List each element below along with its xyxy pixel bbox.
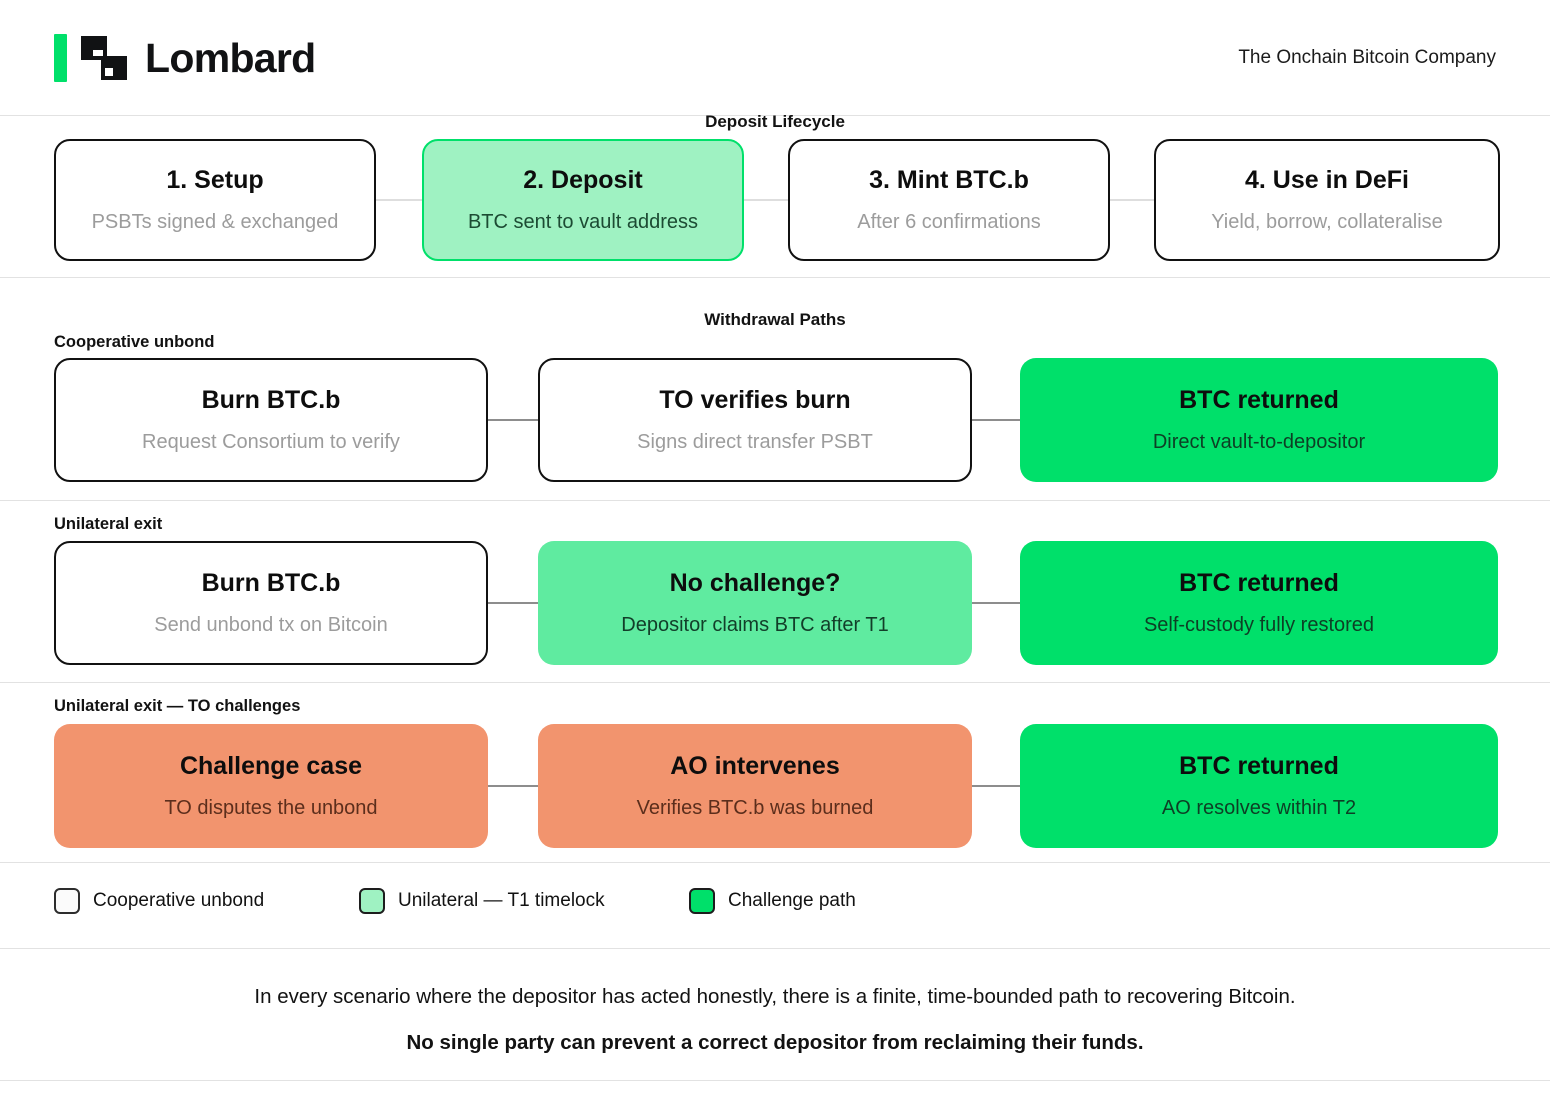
legend-label: Challenge path [728, 890, 856, 911]
node-title: Challenge case [179, 751, 363, 780]
legend-item-challenge-path[interactable]: Challenge path [689, 888, 856, 914]
node-subtitle: Send unbond tx on Bitcoin [154, 614, 388, 637]
footer-summary: In every scenario where the depositor ha… [0, 985, 1550, 1055]
cooperative-node-3[interactable]: BTC returned Direct vault-to-depositor [1020, 358, 1498, 482]
challenge-node-3[interactable]: BTC returned AO resolves within T2 [1020, 724, 1498, 848]
divider-challenges [0, 862, 1550, 863]
node-title: 3. Mint BTC.b [869, 165, 1029, 194]
row-label-to-challenges: Unilateral exit — TO challenges [54, 697, 301, 715]
brand-name: Lombard [145, 34, 316, 81]
brand-accent-bar-icon [54, 34, 67, 82]
connector [488, 785, 538, 787]
node-title: 1. Setup [166, 165, 264, 194]
node-title: Burn BTC.b [201, 385, 341, 414]
legend-item-cooperative-unbond[interactable]: Cooperative unbond [54, 888, 359, 914]
deposit-flow-row: 1. Setup PSBTs signed & exchanged 2. Dep… [54, 139, 1500, 261]
node-subtitle: Yield, borrow, collateralise [1211, 211, 1443, 234]
connector [488, 602, 538, 604]
node-title: 4. Use in DeFi [1245, 165, 1409, 194]
footer-line-2: No single party can prevent a correct de… [406, 1031, 1144, 1054]
challenge-node-1[interactable]: Challenge case TO disputes the unbond [54, 724, 488, 848]
connector [488, 419, 538, 421]
legend-swatch-icon [54, 888, 80, 914]
node-title: TO verifies burn [659, 385, 851, 414]
node-title: BTC returned [1179, 385, 1339, 414]
to-challenges-row: Challenge case TO disputes the unbond AO… [54, 724, 1498, 848]
connector [744, 199, 788, 201]
node-subtitle: Signs direct transfer PSBT [637, 431, 873, 454]
divider-header [0, 115, 1550, 116]
connector [376, 199, 422, 201]
node-title: Burn BTC.b [201, 568, 341, 597]
node-title: 2. Deposit [523, 165, 643, 194]
page-header: Lombard The Onchain Bitcoin Company [0, 0, 1550, 116]
brand-tagline: The Onchain Bitcoin Company [1238, 47, 1496, 68]
deposit-section-title: Deposit Lifecycle [705, 112, 845, 131]
node-subtitle: PSBTs signed & exchanged [91, 211, 339, 234]
deposit-node-4[interactable]: 4. Use in DeFi Yield, borrow, collateral… [1154, 139, 1500, 261]
node-subtitle: After 6 confirmations [857, 211, 1041, 234]
cooperative-node-1[interactable]: Burn BTC.b Request Consortium to verify [54, 358, 488, 482]
node-title: AO intervenes [670, 751, 840, 780]
cooperative-node-2[interactable]: TO verifies burn Signs direct transfer P… [538, 358, 972, 482]
legend-label: Cooperative unbond [93, 890, 265, 911]
withdrawal-section-title: Withdrawal Paths [704, 310, 846, 329]
deposit-node-1[interactable]: 1. Setup PSBTs signed & exchanged [54, 139, 376, 261]
unilateral-exit-row: Burn BTC.b Send unbond tx on Bitcoin No … [54, 541, 1498, 665]
node-subtitle: TO disputes the unbond [164, 797, 378, 820]
row-label-unilateral-exit: Unilateral exit [54, 515, 163, 533]
divider-deposit [0, 277, 1550, 278]
node-subtitle: Request Consortium to verify [142, 431, 400, 454]
node-subtitle: Self-custody fully restored [1143, 614, 1375, 637]
node-title: BTC returned [1179, 751, 1339, 780]
divider-cooperative [0, 500, 1550, 501]
node-subtitle: Direct vault-to-depositor [1152, 431, 1366, 454]
challenge-node-2[interactable]: AO intervenes Verifies BTC.b was burned [538, 724, 972, 848]
unilateral-node-3[interactable]: BTC returned Self-custody fully restored [1020, 541, 1498, 665]
deposit-node-2[interactable]: 2. Deposit BTC sent to vault address [422, 139, 744, 261]
deposit-node-3[interactable]: 3. Mint BTC.b After 6 confirmations [788, 139, 1110, 261]
connector [972, 419, 1020, 421]
footer-line-1: In every scenario where the depositor ha… [254, 985, 1296, 1008]
connector [972, 602, 1020, 604]
connector [1110, 199, 1154, 201]
lombard-mark-icon [81, 36, 127, 80]
node-subtitle: Verifies BTC.b was burned [636, 797, 874, 820]
brand-lockup: Lombard [54, 34, 316, 82]
legend-item-unilateral-t1-timelock[interactable]: Unilateral — T1 timelock [359, 888, 689, 914]
cooperative-unbond-row: Burn BTC.b Request Consortium to verify … [54, 358, 1498, 482]
unilateral-node-2[interactable]: No challenge? Depositor claims BTC after… [538, 541, 972, 665]
divider-unilateral [0, 682, 1550, 683]
row-label-cooperative-unbond: Cooperative unbond [54, 333, 215, 351]
node-title: BTC returned [1179, 568, 1339, 597]
node-subtitle: Depositor claims BTC after T1 [621, 614, 889, 637]
legend-swatch-icon [359, 888, 385, 914]
node-subtitle: AO resolves within T2 [1161, 797, 1357, 820]
legend: Cooperative unbond Unilateral — T1 timel… [54, 888, 856, 914]
unilateral-node-1[interactable]: Burn BTC.b Send unbond tx on Bitcoin [54, 541, 488, 665]
divider-footer [0, 1080, 1550, 1081]
node-title: No challenge? [669, 568, 841, 597]
connector [972, 785, 1020, 787]
legend-swatch-icon [689, 888, 715, 914]
legend-label: Unilateral — T1 timelock [398, 890, 605, 911]
divider-legend [0, 948, 1550, 949]
node-subtitle: BTC sent to vault address [467, 211, 699, 234]
